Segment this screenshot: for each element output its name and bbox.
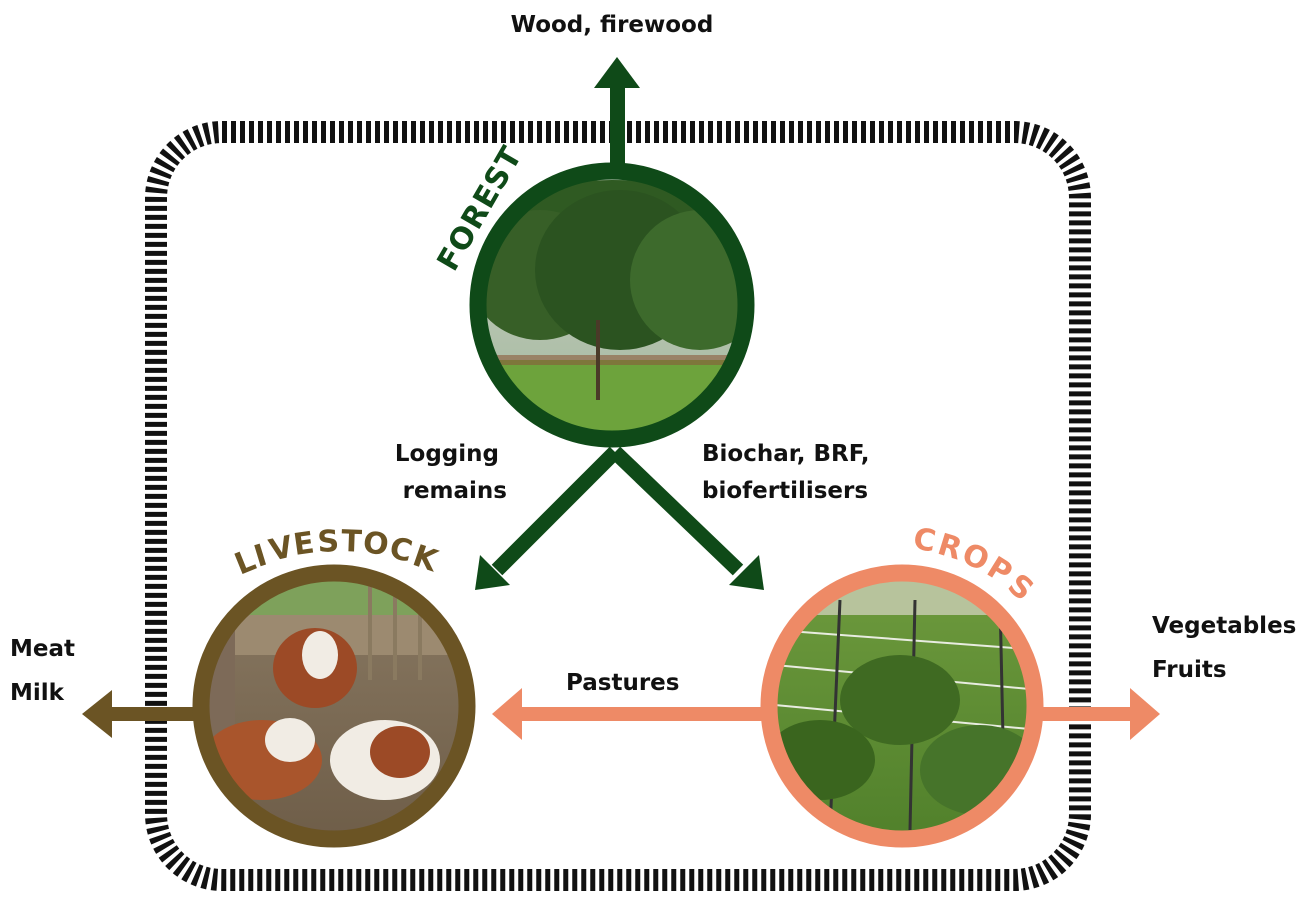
crops-node: C R O P S [760,521,1044,848]
livestock-output-arrow [82,690,197,738]
pastures-label: Pastures [566,670,679,696]
forest-output-arrow [594,57,640,172]
crops-output-label: Vegetables Fruits [1152,613,1304,683]
crops-output-arrow [1040,688,1160,740]
forest-output-label: Wood, firewood [511,12,714,38]
svg-text:S: S [317,524,341,560]
svg-text:T: T [341,524,364,560]
crops-to-livestock-arrow [492,688,767,740]
livestock-output-label: Meat Milk [10,636,83,706]
forest-to-livestock-arrow [475,446,621,590]
crops-ring [760,564,1044,848]
logging-remains-label: Logging remains [395,441,507,504]
svg-text:O: O [361,525,392,563]
livestock-ring [192,564,476,848]
svg-text:E: E [291,525,317,563]
livestock-node: L I V E S T O C K [192,524,476,848]
forest-node: FOREST [431,140,755,448]
forest-to-crops-arrow [609,446,764,590]
biochar-label: Biochar, BRF, biofertilisers [702,441,877,504]
